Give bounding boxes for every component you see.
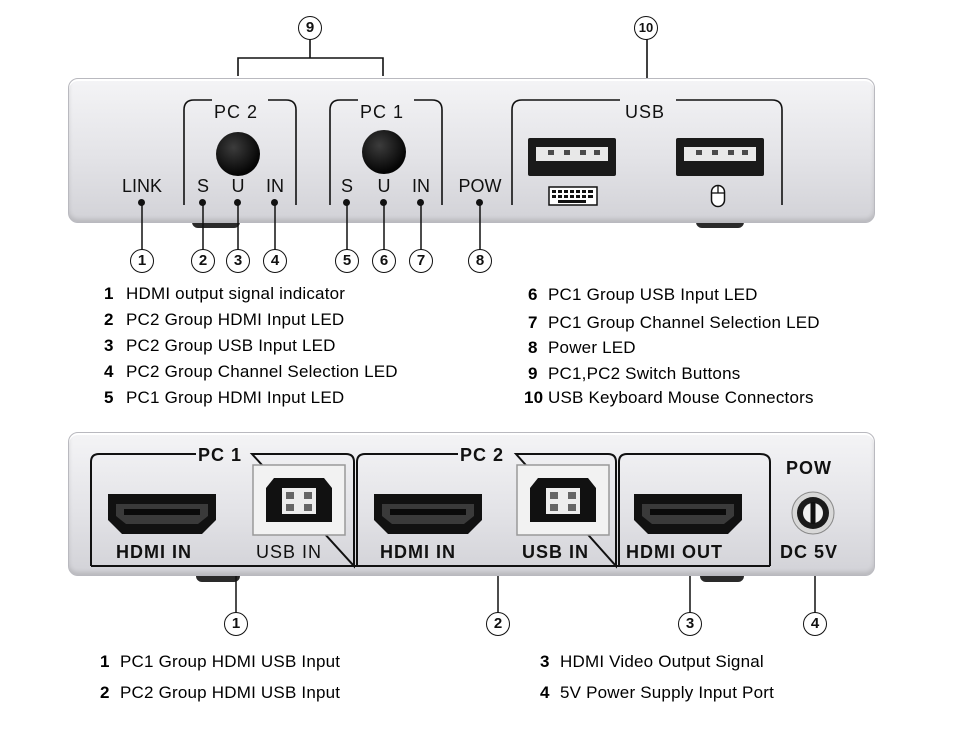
pc2-s-led-label: S: [196, 176, 209, 196]
front-callout-3: 3: [226, 249, 250, 273]
pow-led-label: POW: [458, 176, 502, 196]
pc1-in-led-label: IN: [412, 176, 430, 196]
pc2-usb-in-label: USB IN: [522, 542, 590, 562]
hdmi-out-label: HDMI OUT: [626, 542, 723, 562]
pc2-in-led-label: IN: [266, 176, 284, 196]
usb-mouse-port[interactable]: [676, 138, 764, 176]
pc2-u-led-label: U: [231, 176, 245, 196]
front-callout-4: 4: [263, 249, 287, 273]
pc2-group-label: PC 2: [214, 102, 259, 122]
rear-callout-3: 3: [678, 612, 702, 636]
rear-pc2-group-label: PC 2: [460, 445, 505, 465]
rear-callout-2: 2: [486, 612, 510, 636]
pc1-u-led-label: U: [377, 176, 391, 196]
pc1-u-led: [380, 199, 387, 206]
pc2-group-outline: [183, 99, 297, 205]
pc2-usb-in-port[interactable]: [516, 464, 610, 536]
pc1-group-label: PC 1: [360, 102, 405, 122]
pc1-s-led: [343, 199, 350, 206]
rear-out-group-outline: [618, 453, 771, 566]
front-callout-8: 8: [468, 249, 492, 273]
front-callout-7: 7: [409, 249, 433, 273]
dc-5v-label: DC 5V: [780, 542, 839, 562]
mouse-icon: [710, 184, 726, 208]
rear-pc1-group-outline: [90, 453, 355, 569]
pc2-hdmi-in-port[interactable]: [372, 492, 484, 536]
usb-group-label: USB: [625, 102, 666, 122]
pc1-hdmi-in-port[interactable]: [106, 492, 218, 536]
link-led-label: LINK: [121, 176, 163, 196]
dc-5v-jack[interactable]: [790, 490, 836, 536]
pc2-in-led: [271, 199, 278, 206]
pc1-switch-button[interactable]: [362, 130, 406, 174]
rear-pc1-group-label: PC 1: [198, 445, 243, 465]
front-foot-right: [696, 218, 744, 228]
front-callout-10: 10: [634, 16, 658, 40]
pow-led: [476, 199, 483, 206]
rear-callout-1: 1: [224, 612, 248, 636]
pc1-hdmi-in-label: HDMI IN: [116, 542, 192, 562]
front-foot-left: [192, 218, 240, 228]
pc1-s-led-label: S: [340, 176, 353, 196]
pc2-u-led: [234, 199, 241, 206]
front-callout-2: 2: [191, 249, 215, 273]
front-callout-9: 9: [298, 16, 322, 40]
usb-keyboard-port[interactable]: [528, 138, 616, 176]
rear-callout-4: 4: [803, 612, 827, 636]
pc1-usb-in-port[interactable]: [252, 464, 346, 536]
front-callout-6: 6: [372, 249, 396, 273]
pc1-group-outline: [329, 99, 443, 205]
front-callout-5: 5: [335, 249, 359, 273]
pc1-usb-in-label: USB IN: [256, 542, 323, 562]
front-callout-1: 1: [130, 249, 154, 273]
pc2-hdmi-in-label: HDMI IN: [380, 542, 456, 562]
pc1-in-led: [417, 199, 424, 206]
link-led: [138, 199, 145, 206]
pc2-s-led: [199, 199, 206, 206]
keyboard-icon: [548, 186, 598, 206]
usb-group-outline: [511, 99, 783, 205]
rear-foot-left: [196, 572, 240, 582]
rear-foot-right: [700, 572, 744, 582]
pc2-switch-button[interactable]: [216, 132, 260, 176]
rear-pc2-group-outline: [356, 453, 617, 569]
rear-pow-label: POW: [786, 458, 832, 478]
hdmi-out-port[interactable]: [632, 492, 744, 536]
callout-9-bracket: [237, 38, 384, 76]
